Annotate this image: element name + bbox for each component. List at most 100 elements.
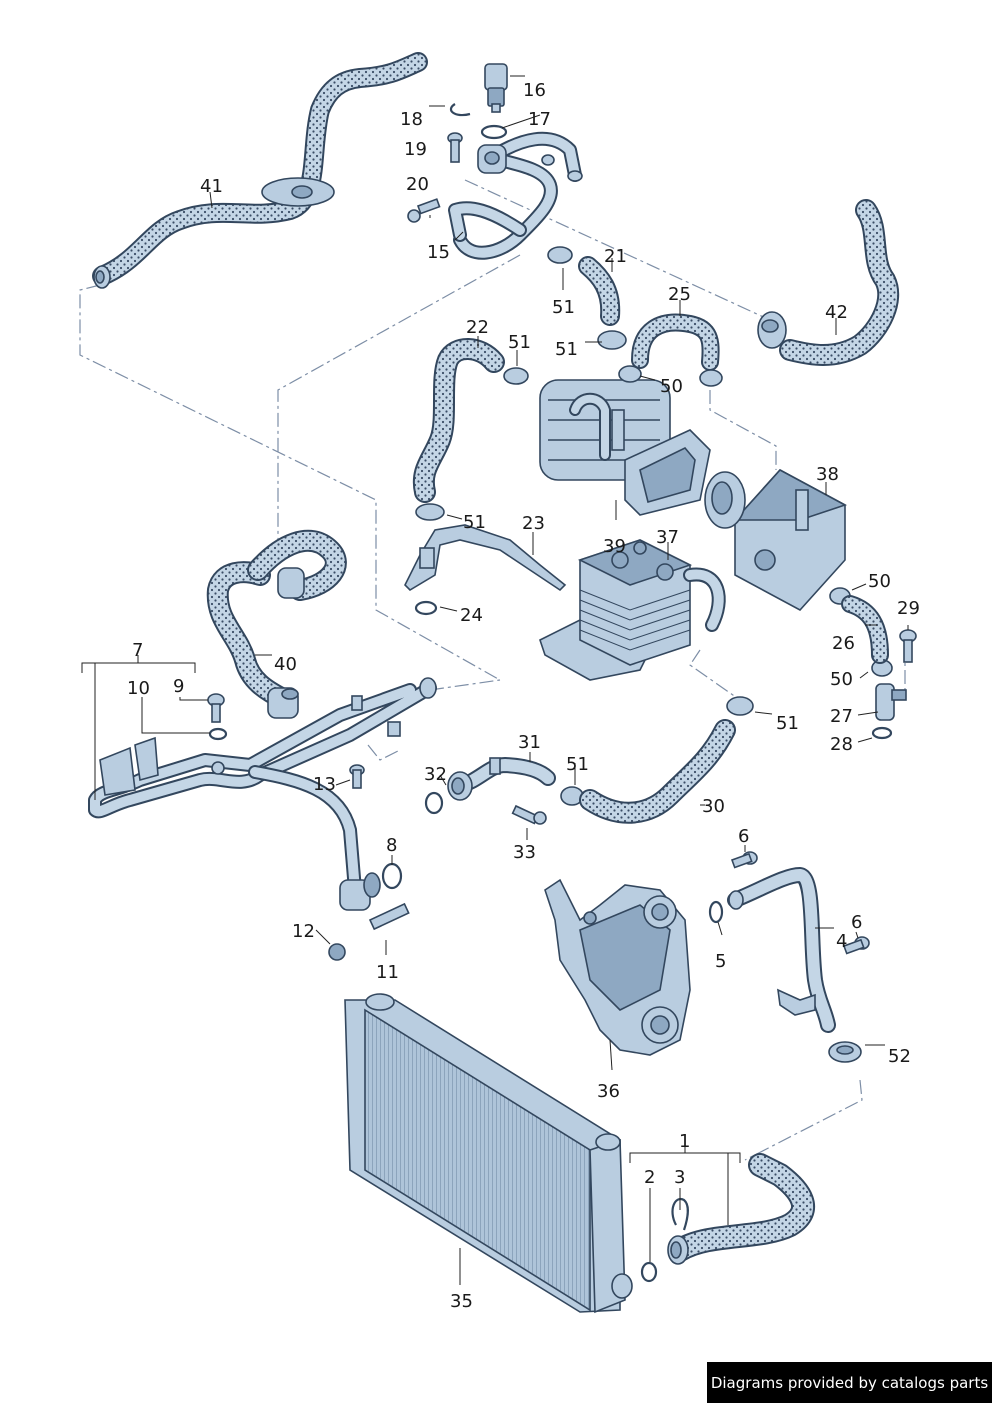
- callout-6-b: 6: [851, 912, 862, 933]
- callout-39: 39: [603, 536, 626, 557]
- watermark-text: Diagrams provided by catalogs parts: [710, 1373, 989, 1392]
- callout-38: 38: [816, 464, 839, 485]
- oil-cooler-37: [539, 539, 726, 681]
- hose-41: [92, 52, 428, 289]
- connector-27: [875, 683, 907, 721]
- callout-16: 16: [523, 80, 546, 101]
- bolt-19: [447, 132, 463, 163]
- callout-26: 26: [832, 633, 855, 654]
- bolt-20: [407, 198, 441, 223]
- hose-1: [667, 1153, 815, 1265]
- callout-15: 15: [427, 242, 450, 263]
- o-ring-8: [381, 862, 403, 890]
- o-ring-28: [871, 726, 893, 740]
- group-bracket-1: [629, 1145, 741, 1225]
- callout-37: 37: [656, 527, 679, 548]
- hose-21: [578, 256, 621, 326]
- hose-40: [206, 529, 347, 719]
- bolt-6-lower: [842, 936, 870, 955]
- clip-50-set: [618, 365, 893, 677]
- callout-1: 1: [679, 1131, 690, 1152]
- callouts: 16 17 18 19 20 41 15 21 51 25 42 22 51 5…: [127, 80, 920, 1312]
- callout-2: 2: [644, 1167, 655, 1188]
- callout-19: 19: [404, 139, 427, 160]
- pipe-assembly-15: [448, 131, 583, 260]
- callout-20: 20: [406, 174, 429, 195]
- callout-24: 24: [460, 605, 483, 626]
- callout-50-c: 50: [830, 669, 853, 690]
- watermark-banner: Diagrams provided by catalogs parts: [707, 1362, 992, 1403]
- callout-32: 32: [424, 764, 447, 785]
- nut-12: [328, 943, 346, 961]
- callout-5: 5: [715, 951, 726, 972]
- callout-51-c: 51: [555, 339, 578, 360]
- callout-30: 30: [702, 796, 725, 817]
- callout-51-d: 51: [463, 512, 486, 533]
- sensor-16: [484, 63, 508, 113]
- callout-42: 42: [825, 302, 848, 323]
- o-ring-10: [208, 727, 228, 741]
- callout-35: 35: [450, 1291, 473, 1312]
- pipe-4: [727, 867, 836, 1033]
- callout-29: 29: [897, 598, 920, 619]
- callout-33: 33: [513, 842, 536, 863]
- callout-11: 11: [376, 962, 399, 983]
- callout-52: 52: [888, 1046, 911, 1067]
- callout-18: 18: [400, 109, 423, 130]
- o-ring-32: [424, 791, 444, 815]
- callout-27: 27: [830, 706, 853, 727]
- radiator-35: [344, 993, 633, 1314]
- group-bracket-7: [81, 655, 196, 800]
- clip-3: [671, 1197, 689, 1231]
- hose-26: [841, 595, 889, 664]
- pipe-31: [447, 757, 556, 801]
- hose-42: [757, 199, 900, 366]
- callout-23: 23: [522, 513, 545, 534]
- callout-12: 12: [292, 921, 315, 942]
- bolt-13: [349, 764, 365, 789]
- callout-10: 10: [127, 678, 150, 699]
- o-ring-5: [708, 900, 724, 924]
- callout-4: 4: [836, 931, 847, 952]
- hose-25: [631, 313, 720, 371]
- thermostat-housing-38: [704, 468, 848, 612]
- callout-50-b: 50: [868, 571, 891, 592]
- callout-51-a: 51: [552, 297, 575, 318]
- pipe-assembly-7: [88, 677, 437, 911]
- stud-11: [368, 902, 410, 931]
- callout-22: 22: [466, 317, 489, 338]
- callout-51-e: 51: [776, 713, 799, 734]
- callout-25: 25: [668, 284, 691, 305]
- callout-9: 9: [173, 676, 184, 697]
- callout-28: 28: [830, 734, 853, 755]
- callout-41: 41: [200, 176, 223, 197]
- callout-21: 21: [604, 246, 627, 267]
- callout-31: 31: [518, 732, 541, 753]
- leader-lines: [141, 75, 909, 1285]
- hose-22: [412, 338, 505, 503]
- callout-50-a: 50: [660, 376, 683, 397]
- clip-18: [449, 103, 471, 117]
- bracket-23: [404, 524, 567, 592]
- clip-52: [828, 1041, 862, 1063]
- callout-7: 7: [132, 640, 143, 661]
- callout-8: 8: [386, 835, 397, 856]
- callout-40: 40: [274, 654, 297, 675]
- o-ring-17: [480, 124, 508, 140]
- bolt-33: [511, 804, 547, 825]
- pump-housing-36: [544, 878, 691, 1056]
- callout-36: 36: [597, 1081, 620, 1102]
- callout-6-a: 6: [738, 826, 749, 847]
- bolt-9: [207, 693, 225, 723]
- cooler-housing-39: [539, 379, 711, 516]
- callout-51-f: 51: [566, 754, 589, 775]
- o-ring-2: [640, 1261, 658, 1283]
- bolt-6-upper: [730, 851, 758, 869]
- callout-3: 3: [674, 1167, 685, 1188]
- callout-17: 17: [528, 109, 551, 130]
- callout-13: 13: [313, 774, 336, 795]
- callout-51-b: 51: [508, 332, 531, 353]
- hose-30: [579, 719, 736, 824]
